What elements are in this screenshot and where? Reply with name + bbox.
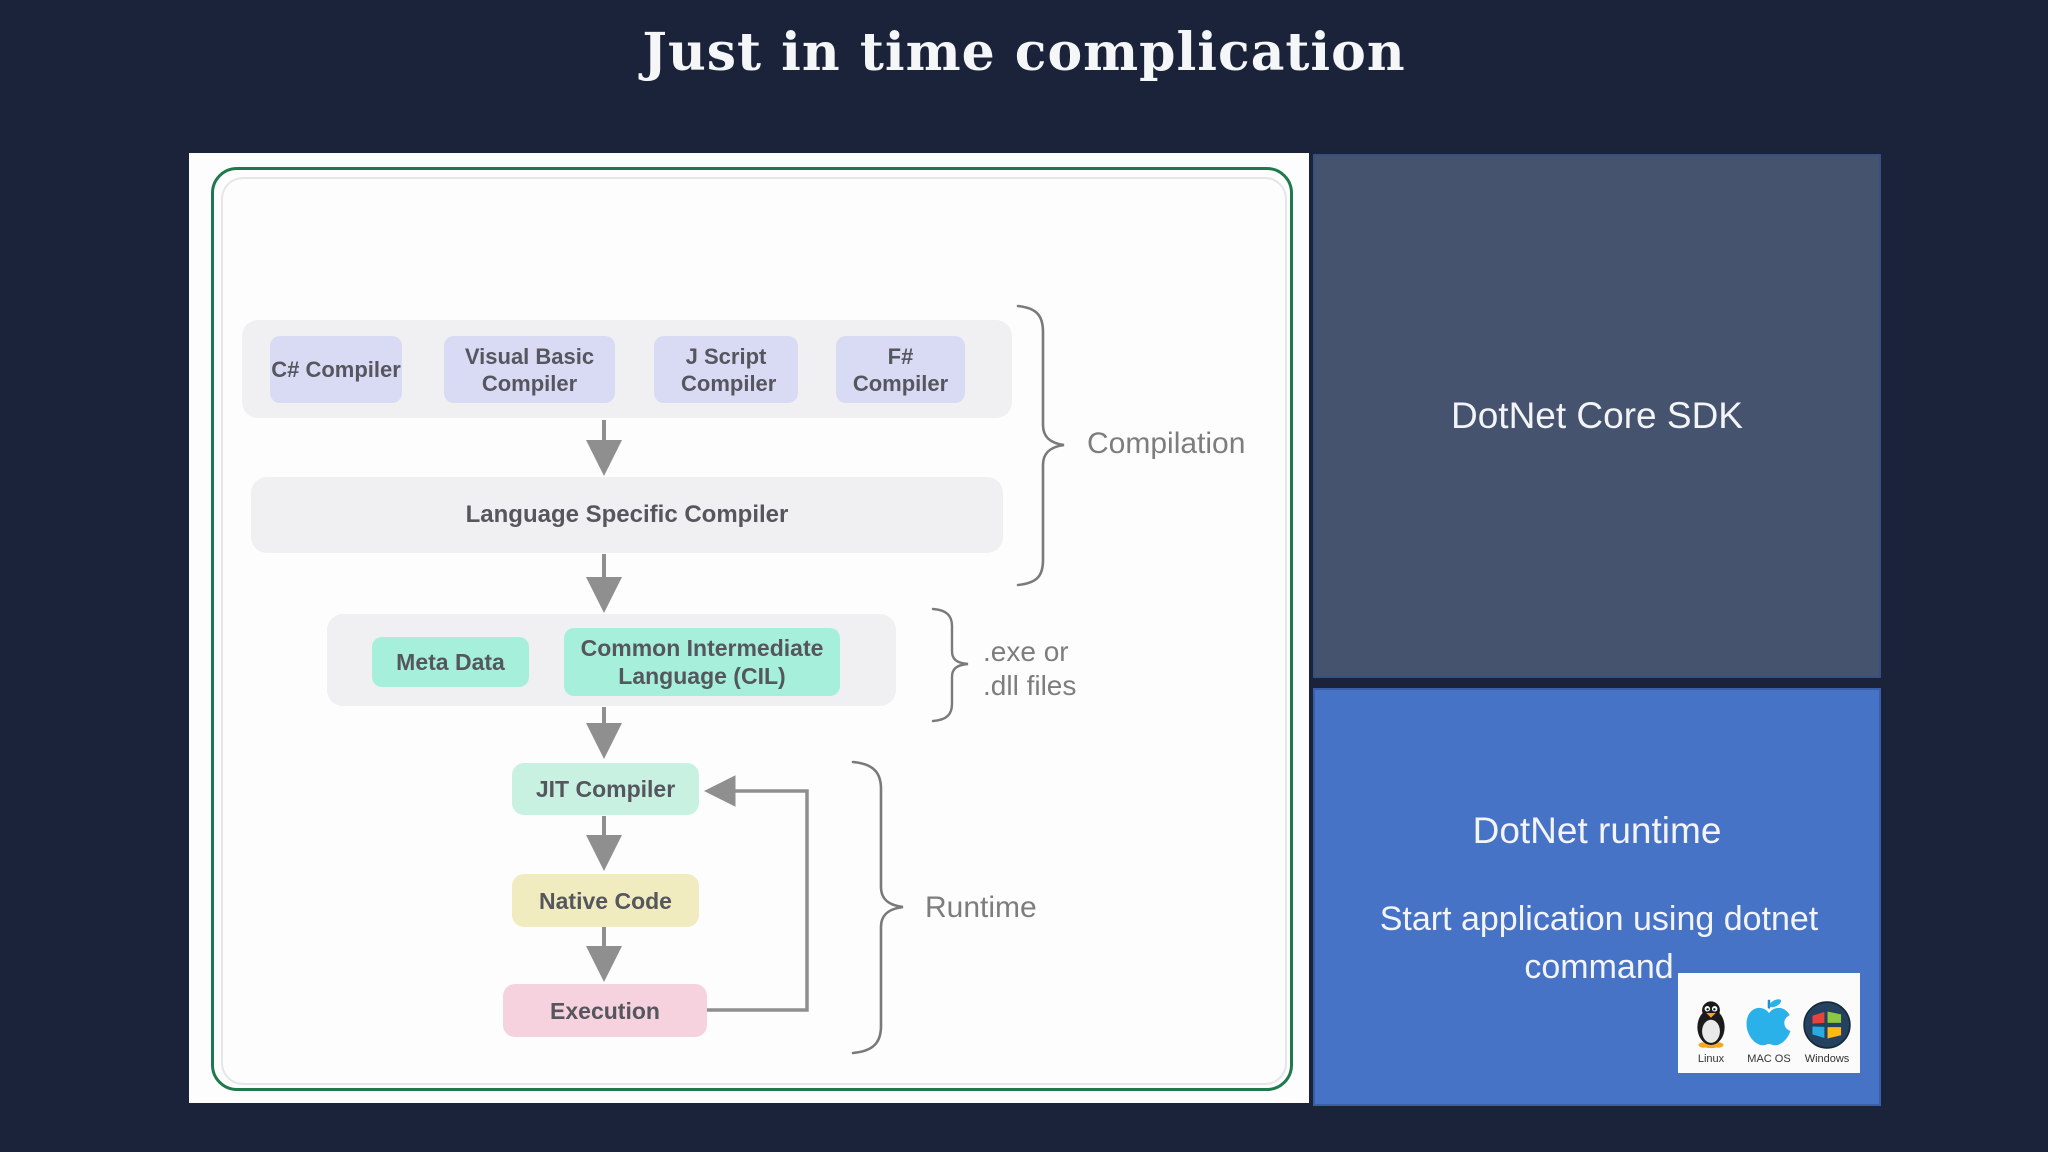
loop-execution-to-jit	[704, 775, 809, 1012]
os-item-windows: Windows	[1799, 1000, 1855, 1065]
csharp-compiler-box: C# Compiler	[270, 336, 402, 403]
visual-basic-compiler-box: Visual Basic Compiler	[444, 336, 615, 403]
output-files-line2: .dll files	[983, 670, 1077, 701]
dotnet-runtime-subtitle: Start application using dotnet command	[1379, 900, 1819, 986]
jscript-compiler-label: J Script Compiler	[681, 343, 777, 396]
cil-label: Common Intermediate Language (CIL)	[580, 635, 824, 689]
output-files-brace	[931, 607, 969, 723]
mac-os-apple-icon	[1746, 999, 1796, 1046]
meta-data-label: Meta Data	[396, 649, 505, 675]
windows-label: Windows	[1804, 1053, 1850, 1065]
dotnet-core-sdk-panel: DotNet Core SDK	[1313, 154, 1881, 678]
windows-logo-icon	[1803, 1001, 1851, 1049]
dotnet-runtime-title: DotNet runtime	[1472, 810, 1722, 851]
native-code-label: Native Code	[539, 887, 672, 914]
output-files-line1: .exe or	[983, 636, 1069, 667]
os-platforms-image: Linux MAC OS Windows	[1678, 973, 1860, 1073]
linux-label: Linux	[1697, 1053, 1725, 1065]
os-item-macos: MAC OS	[1741, 996, 1797, 1065]
green-border-frame	[211, 167, 1293, 1091]
output-files-annotation: .exe or .dll files	[983, 635, 1076, 703]
jit-diagram-panel: C# Compiler Visual Basic Compiler J Scri…	[189, 153, 1309, 1103]
jit-compiler-box: JIT Compiler	[512, 763, 699, 815]
meta-data-box: Meta Data	[372, 637, 529, 687]
os-item-linux: Linux	[1683, 998, 1739, 1065]
fsharp-compiler-label: F# Compiler	[852, 343, 949, 396]
runtime-brace	[851, 760, 904, 1055]
execution-label: Execution	[550, 997, 660, 1024]
inner-shadow-frame	[221, 177, 1287, 1085]
compilation-brace	[1016, 304, 1065, 587]
runtime-annotation: Runtime	[925, 891, 1037, 924]
dotnet-runtime-panel: DotNet runtime Start application using d…	[1313, 688, 1881, 1106]
dotnet-core-sdk-label: DotNet Core SDK	[1451, 395, 1743, 436]
language-specific-compiler-label: Language Specific Compiler	[465, 501, 789, 528]
fsharp-compiler-box: F# Compiler	[836, 336, 965, 403]
execution-box: Execution	[503, 984, 707, 1037]
compilation-annotation: Compilation	[1087, 427, 1246, 460]
jit-compiler-label: JIT Compiler	[535, 776, 676, 802]
linux-tux-icon	[1697, 1001, 1725, 1049]
native-code-box: Native Code	[512, 874, 699, 927]
flow-arrows-layer	[586, 304, 1065, 1055]
page-title: Just in time complication	[642, 22, 1406, 83]
cil-box: Common Intermediate Language (CIL)	[564, 628, 840, 696]
csharp-compiler-label: C# Compiler	[271, 357, 401, 382]
visual-basic-compiler-label: Visual Basic Compiler	[464, 343, 595, 396]
jscript-compiler-box: J Script Compiler	[654, 336, 798, 403]
mac-os-label: MAC OS	[1747, 1053, 1791, 1065]
language-specific-compiler-box: Language Specific Compiler	[251, 477, 1003, 553]
